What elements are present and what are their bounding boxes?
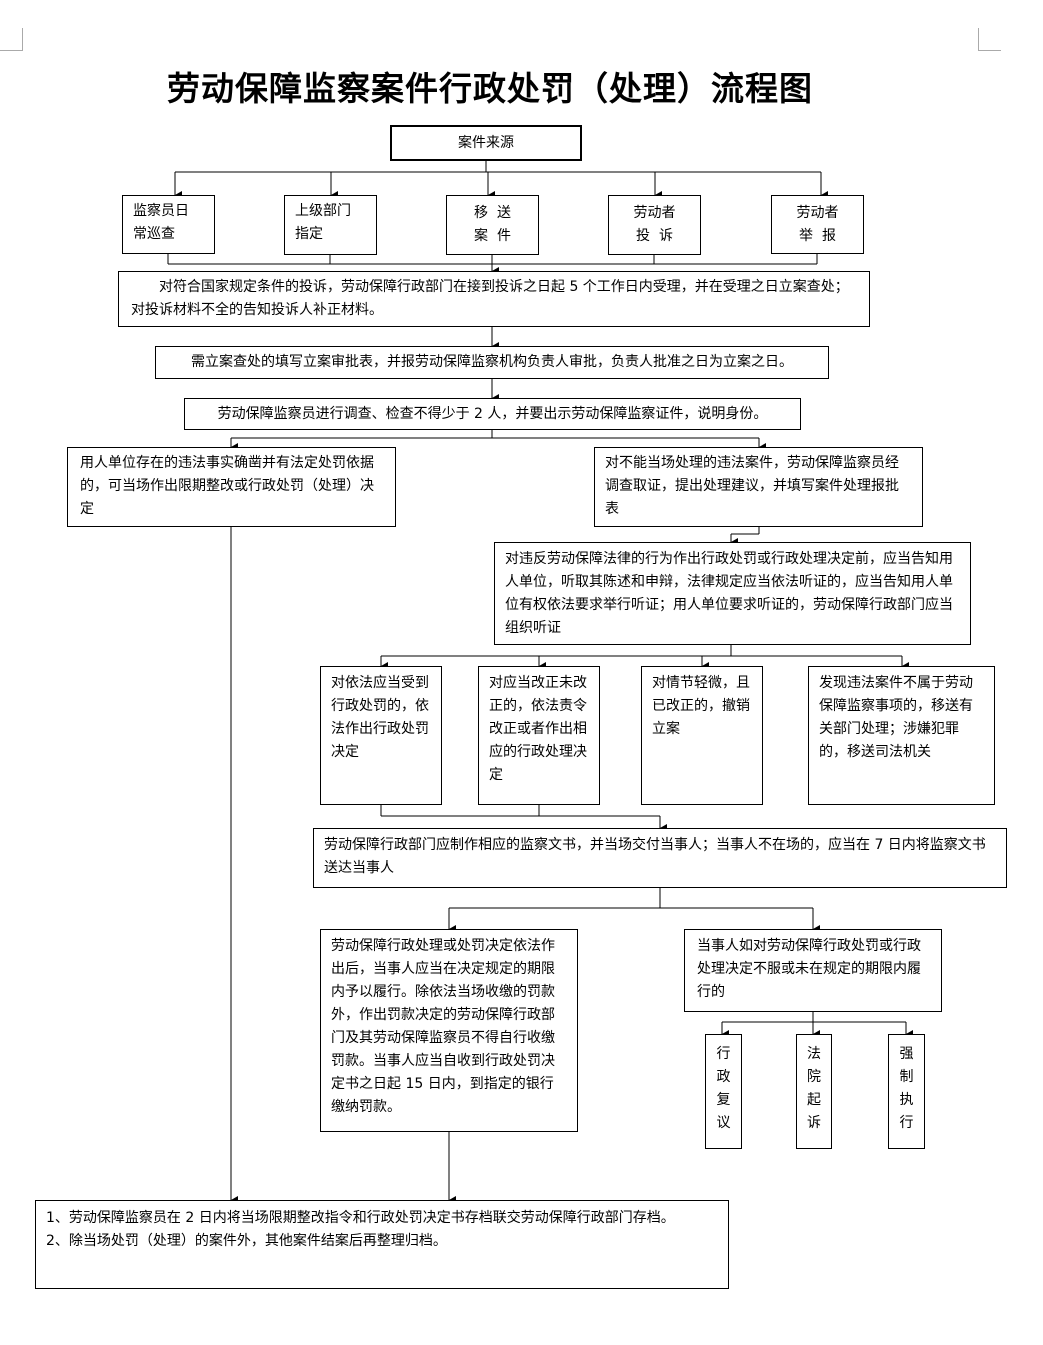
node-source-patrol: 监察员日 常巡查	[122, 195, 215, 254]
node-perform: 劳动保障行政处理或处罚决定依法作出后，当事人应当在决定规定的期限内予以履行。除依…	[320, 929, 578, 1132]
node-source-report: 劳动者 举 报	[771, 195, 864, 254]
node-decision-revoke: 对情节轻微，且已改正的，撤销立案	[641, 666, 763, 805]
node-text: 对违反劳动保障法律的行为作出行政处罚或行政处理决定前，应当告知用人单位，听取其陈…	[505, 551, 953, 636]
node-text: 需立案查处的填写立案审批表，并报劳动保障监察机构负责人审批，负责人批准之日为立案…	[191, 354, 793, 370]
node-onsite-decision: 用人单位存在的违法事实确凿并有法定处罚依据的，可当场作出限期整改或行政处罚（处理…	[67, 447, 396, 527]
node-approve: 需立案查处的填写立案审批表，并报劳动保障监察机构负责人审批，负责人批准之日为立案…	[155, 346, 829, 379]
node-archive: 1、劳动保障监察员在 2 日内将当场限期整改指令和行政处罚决定书存档联交劳动保障…	[35, 1200, 729, 1289]
node-text: 当事人如对劳动保障行政处罚或行政处理决定不服或未在规定的期限内履行的	[697, 938, 921, 1000]
node-text: 用人单位存在的违法事实确凿并有法定处罚依据的，可当场作出限期整改或行政处罚（处理…	[80, 455, 374, 517]
node-source-superior: 上级部门 指定	[284, 195, 377, 255]
node-hearing: 对违反劳动保障法律的行为作出行政处罚或行政处理决定前，应当告知用人单位，听取其陈…	[494, 542, 971, 645]
node-text: 劳动者 举 报	[796, 204, 839, 244]
node-document: 劳动保障行政部门应制作相应的监察文书，并当场交付当事人；当事人不在场的，应当在 …	[313, 828, 1007, 888]
node-text: 上级部门 指定	[295, 203, 351, 242]
node-text: 对依法应当受到行政处罚的，依法作出行政处罚决定	[331, 675, 429, 760]
node-text: 对符合国家规定条件的投诉，劳动保障行政部门在接到投诉之日起 5 个工作日内受理，…	[131, 279, 849, 318]
node-dispute: 当事人如对劳动保障行政处罚或行政处理决定不服或未在规定的期限内履行的	[684, 929, 942, 1012]
node-text: 移 送 案 件	[474, 205, 511, 244]
node-text: 对情节轻微，且已改正的，撤销立案	[652, 675, 750, 737]
node-decision-transfer: 发现违法案件不属于劳动保障监察事项的，移送有关部门处理；涉嫌犯罪的，移送司法机关	[808, 666, 995, 805]
node-text: 法院起诉	[807, 1046, 821, 1131]
page-corner-mark-right	[978, 28, 1001, 51]
node-not-onsite: 对不能当场处理的违法案件，劳动保障监察员经调查取证，提出处理建议，并填写案件处理…	[594, 447, 923, 527]
node-reconsider: 行政复议	[705, 1034, 742, 1149]
node-text: 监察员日 常巡查	[133, 203, 189, 242]
node-investigate: 劳动保障监察员进行调查、检查不得少于 2 人，并要出示劳动保障监察证件，说明身份…	[184, 398, 801, 430]
node-text: 1、劳动保障监察员在 2 日内将当场限期整改指令和行政处罚决定书存档联交劳动保障…	[46, 1210, 675, 1249]
node-source-transfer: 移 送 案 件	[446, 195, 539, 255]
node-text: 强制执行	[899, 1046, 914, 1131]
node-text: 劳动保障行政部门应制作相应的监察文书，并当场交付当事人；当事人不在场的，应当在 …	[324, 837, 986, 876]
page-corner-mark-left	[0, 28, 23, 51]
node-enforce: 强制执行	[888, 1034, 925, 1149]
node-text: 案件来源	[458, 134, 514, 151]
node-decision-penalty: 对依法应当受到行政处罚的，依法作出行政处罚决定	[320, 666, 442, 805]
node-text: 劳动保障行政处理或处罚决定依法作出后，当事人应当在决定规定的期限内予以履行。除依…	[331, 938, 555, 1115]
node-accept: 对符合国家规定条件的投诉，劳动保障行政部门在接到投诉之日起 5 个工作日内受理，…	[118, 271, 870, 327]
node-decision-correct: 对应当改正未改正的，依法责令改正或者作出相应的行政处理决定	[478, 666, 600, 805]
node-text: 行政复议	[716, 1046, 731, 1131]
node-text: 劳动保障监察员进行调查、检查不得少于 2 人，并要出示劳动保障监察证件，说明身份…	[217, 405, 768, 422]
node-text: 发现违法案件不属于劳动保障监察事项的，移送有关部门处理；涉嫌犯罪的，移送司法机关	[819, 675, 973, 760]
node-case-source: 案件来源	[390, 125, 582, 161]
node-text: 劳动者 投 诉	[633, 205, 676, 244]
node-text: 对应当改正未改正的，依法责令改正或者作出相应的行政处理决定	[489, 675, 587, 783]
node-lawsuit: 法院起诉	[796, 1034, 832, 1149]
node-text: 对不能当场处理的违法案件，劳动保障监察员经调查取证，提出处理建议，并填写案件处理…	[605, 455, 899, 517]
page-title: 劳动保障监察案件行政处罚（处理）流程图	[167, 69, 813, 108]
node-source-complaint: 劳动者 投 诉	[608, 195, 701, 255]
